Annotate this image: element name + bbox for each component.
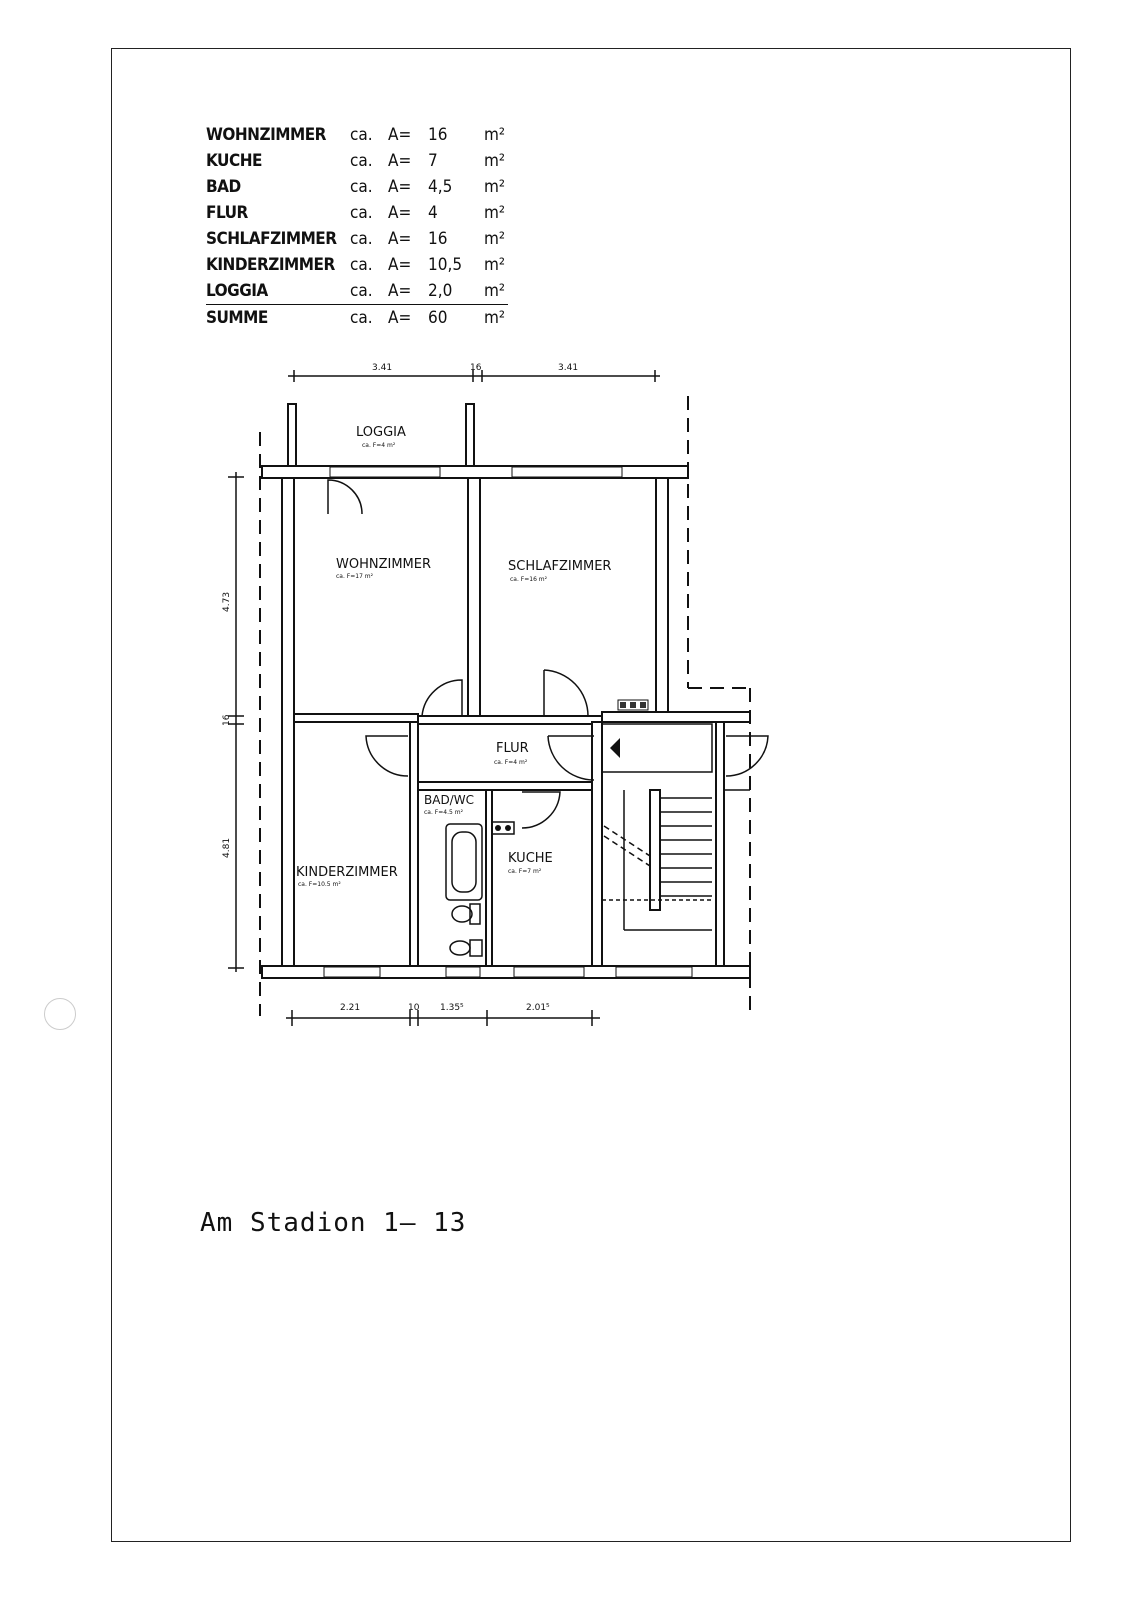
area-row-name: WOHNZIMMER: [206, 125, 326, 145]
area-row-value: 2,0: [428, 278, 484, 305]
area-row-ca: ca.: [350, 278, 388, 305]
room-kinderzimmer-area: ca. F=10.5 m²: [298, 881, 341, 888]
area-row-ca: ca.: [350, 151, 373, 171]
area-row-unit: m²: [484, 151, 506, 171]
area-row-a: A=: [388, 125, 412, 145]
area-row-name: KUCHE: [206, 151, 262, 171]
room-kuche-name: KUCHE: [508, 851, 553, 866]
bathroom-fixtures: [445, 821, 515, 957]
address-label: Am Stadion 1– 13: [200, 1208, 467, 1238]
room-loggia-area: ca. F=4 m²: [362, 442, 396, 449]
room-flur-area: ca. F=4 m²: [494, 759, 528, 766]
area-row-unit: m²: [484, 229, 506, 249]
dim-bottom-1: 2.21: [340, 1003, 360, 1013]
dimension-lines: [228, 370, 660, 1026]
area-row-value: 4: [428, 203, 438, 223]
area-total-name: SUMME: [206, 308, 268, 328]
dim-top-left: 3.41: [372, 363, 392, 373]
room-bad-name: BAD/WC: [424, 793, 474, 807]
area-row: BAD ca. A= 4,5 m²: [206, 174, 508, 200]
area-row-a: A=: [388, 203, 412, 223]
windows: [323, 466, 693, 978]
room-flur-name: FLUR: [496, 741, 529, 756]
area-row-ca: ca.: [350, 177, 373, 197]
area-row-ca: ca.: [350, 125, 373, 145]
dim-bottom-3: 1.35⁵: [440, 1003, 464, 1013]
area-row-unit: m²: [484, 278, 508, 305]
area-row-a: A=: [388, 177, 412, 197]
area-row-value: 7: [428, 151, 438, 171]
room-labels: LOGGIA ca. F=4 m² WOHNZIMMER ca. F=17 m²…: [296, 425, 611, 888]
area-row-value: 16: [428, 229, 448, 249]
area-row-unit: m²: [484, 177, 506, 197]
area-row-unit: m²: [484, 203, 506, 223]
area-total-value: 60: [428, 308, 448, 328]
dim-left-mid: 16: [222, 714, 232, 726]
area-row-value: 4,5: [428, 177, 453, 197]
dim-top-right: 3.41: [558, 363, 578, 373]
area-row: KUCHE ca. A= 7 m²: [206, 148, 508, 174]
area-row-ca: ca.: [350, 255, 373, 275]
room-wohnzimmer-name: WOHNZIMMER: [336, 557, 431, 572]
area-row: SCHLAFZIMMER ca. A= 16 m²: [206, 226, 508, 252]
stairwell: [601, 699, 750, 931]
area-row-a: A=: [388, 151, 412, 171]
room-bad-area: ca. F=4.5 m²: [424, 809, 464, 816]
area-row-value: 10,5: [428, 255, 463, 275]
interior-walls: [293, 477, 603, 967]
area-row-a: A=: [388, 229, 412, 249]
room-schlafzimmer-name: SCHLAFZIMMER: [508, 559, 611, 574]
room-loggia-name: LOGGIA: [356, 425, 406, 440]
dim-left-lower: 4.81: [222, 838, 232, 858]
dim-left-upper: 4.73: [222, 592, 232, 612]
dashed-boundaries: [259, 396, 751, 1018]
area-total-ca: ca.: [350, 308, 373, 328]
room-kinderzimmer-name: KINDERZIMMER: [296, 865, 398, 880]
doors: [327, 479, 769, 829]
area-row-ca: ca.: [350, 203, 373, 223]
area-row-ca: ca.: [350, 229, 373, 249]
area-total-row: SUMME ca. A= 60 m²: [206, 305, 508, 332]
area-total-a: A=: [388, 308, 412, 328]
area-row: FLUR ca. A= 4 m²: [206, 200, 508, 226]
area-row-name: SCHLAFZIMMER: [206, 229, 337, 249]
area-row-value: 16: [428, 125, 448, 145]
area-total-unit: m²: [484, 308, 506, 328]
area-row: KINDERZIMMER ca. A= 10,5 m²: [206, 252, 508, 278]
dim-top-mid: 16: [470, 363, 482, 373]
area-row-name: FLUR: [206, 203, 248, 223]
punch-hole-mark: [44, 998, 76, 1030]
area-row-a: A=: [388, 278, 428, 305]
area-row-unit: m²: [484, 255, 506, 275]
room-kuche-area: ca. F=7 m²: [508, 868, 542, 875]
area-row-name: KINDERZIMMER: [206, 255, 335, 275]
drawing-frame: [111, 48, 1071, 1542]
area-row-unit: m²: [484, 125, 506, 145]
area-row-a: A=: [388, 255, 412, 275]
area-row-name: BAD: [206, 177, 241, 197]
area-row: WOHNZIMMER ca. A= 16 m²: [206, 122, 508, 148]
dim-bottom-2: 10: [408, 1003, 420, 1013]
area-row-name: LOGGIA: [206, 278, 350, 305]
room-wohnzimmer-area: ca. F=17 m²: [336, 573, 374, 580]
dim-bottom-4: 2.01⁵: [526, 1003, 550, 1013]
room-schlafzimmer-area: ca. F=16 m²: [510, 576, 548, 583]
dimension-labels: 3.41 16 3.41 4.73 16 4.81 2.21 10 1.35⁵ …: [222, 363, 578, 1013]
